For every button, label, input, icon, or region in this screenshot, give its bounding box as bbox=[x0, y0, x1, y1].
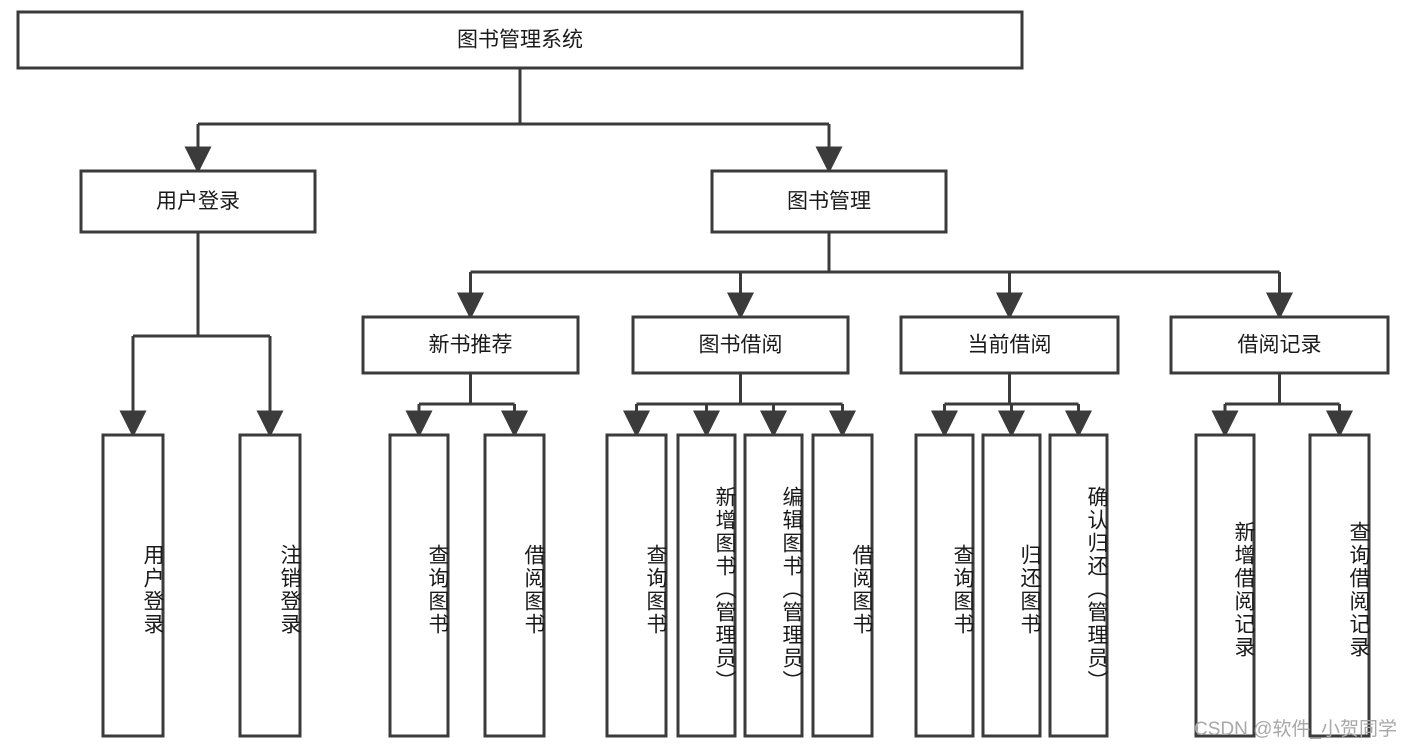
node-l3-2[interactable] bbox=[899, 315, 1120, 375]
node-l3-0[interactable] bbox=[361, 315, 580, 375]
node-l3-3[interactable] bbox=[1169, 315, 1390, 375]
node-l3-label-1: 图书借阅 bbox=[699, 334, 783, 357]
node-l2-0[interactable] bbox=[79, 169, 317, 234]
node-leaf-8[interactable] bbox=[914, 433, 975, 738]
node-root-label: 图书管理系统 bbox=[457, 29, 583, 52]
node-leaf-4[interactable] bbox=[605, 433, 668, 738]
node-l2-label-0: 用户登录 bbox=[156, 190, 240, 213]
node-leaf-6[interactable] bbox=[743, 433, 804, 738]
node-box-layer bbox=[16, 10, 1390, 738]
node-leaf-2[interactable] bbox=[388, 433, 450, 738]
node-leaf-12[interactable] bbox=[1308, 433, 1371, 738]
node-leaf-1[interactable] bbox=[238, 433, 302, 738]
node-l3-label-2: 当前借阅 bbox=[968, 334, 1052, 357]
node-leaf-11[interactable] bbox=[1194, 433, 1256, 738]
node-leaf-10[interactable] bbox=[1048, 433, 1109, 738]
node-l3-1[interactable] bbox=[631, 315, 850, 375]
node-l2-1[interactable] bbox=[710, 169, 948, 234]
node-leaf-0[interactable] bbox=[101, 433, 165, 738]
csdn-watermark: CSDN @软件_小贺同学 bbox=[1194, 719, 1397, 740]
node-l2-label-1: 图书管理 bbox=[787, 190, 871, 213]
node-leaf-9[interactable] bbox=[981, 433, 1042, 738]
node-leaf-7[interactable] bbox=[811, 433, 874, 738]
connector-layer bbox=[119, 68, 1353, 438]
node-leaf-3[interactable] bbox=[483, 433, 546, 738]
node-root-图书管理系统[interactable] bbox=[16, 10, 1024, 70]
node-l3-label-0: 新书推荐 bbox=[429, 334, 513, 357]
node-l3-label-3: 借阅记录 bbox=[1238, 334, 1322, 357]
node-leaf-5[interactable] bbox=[676, 433, 737, 738]
